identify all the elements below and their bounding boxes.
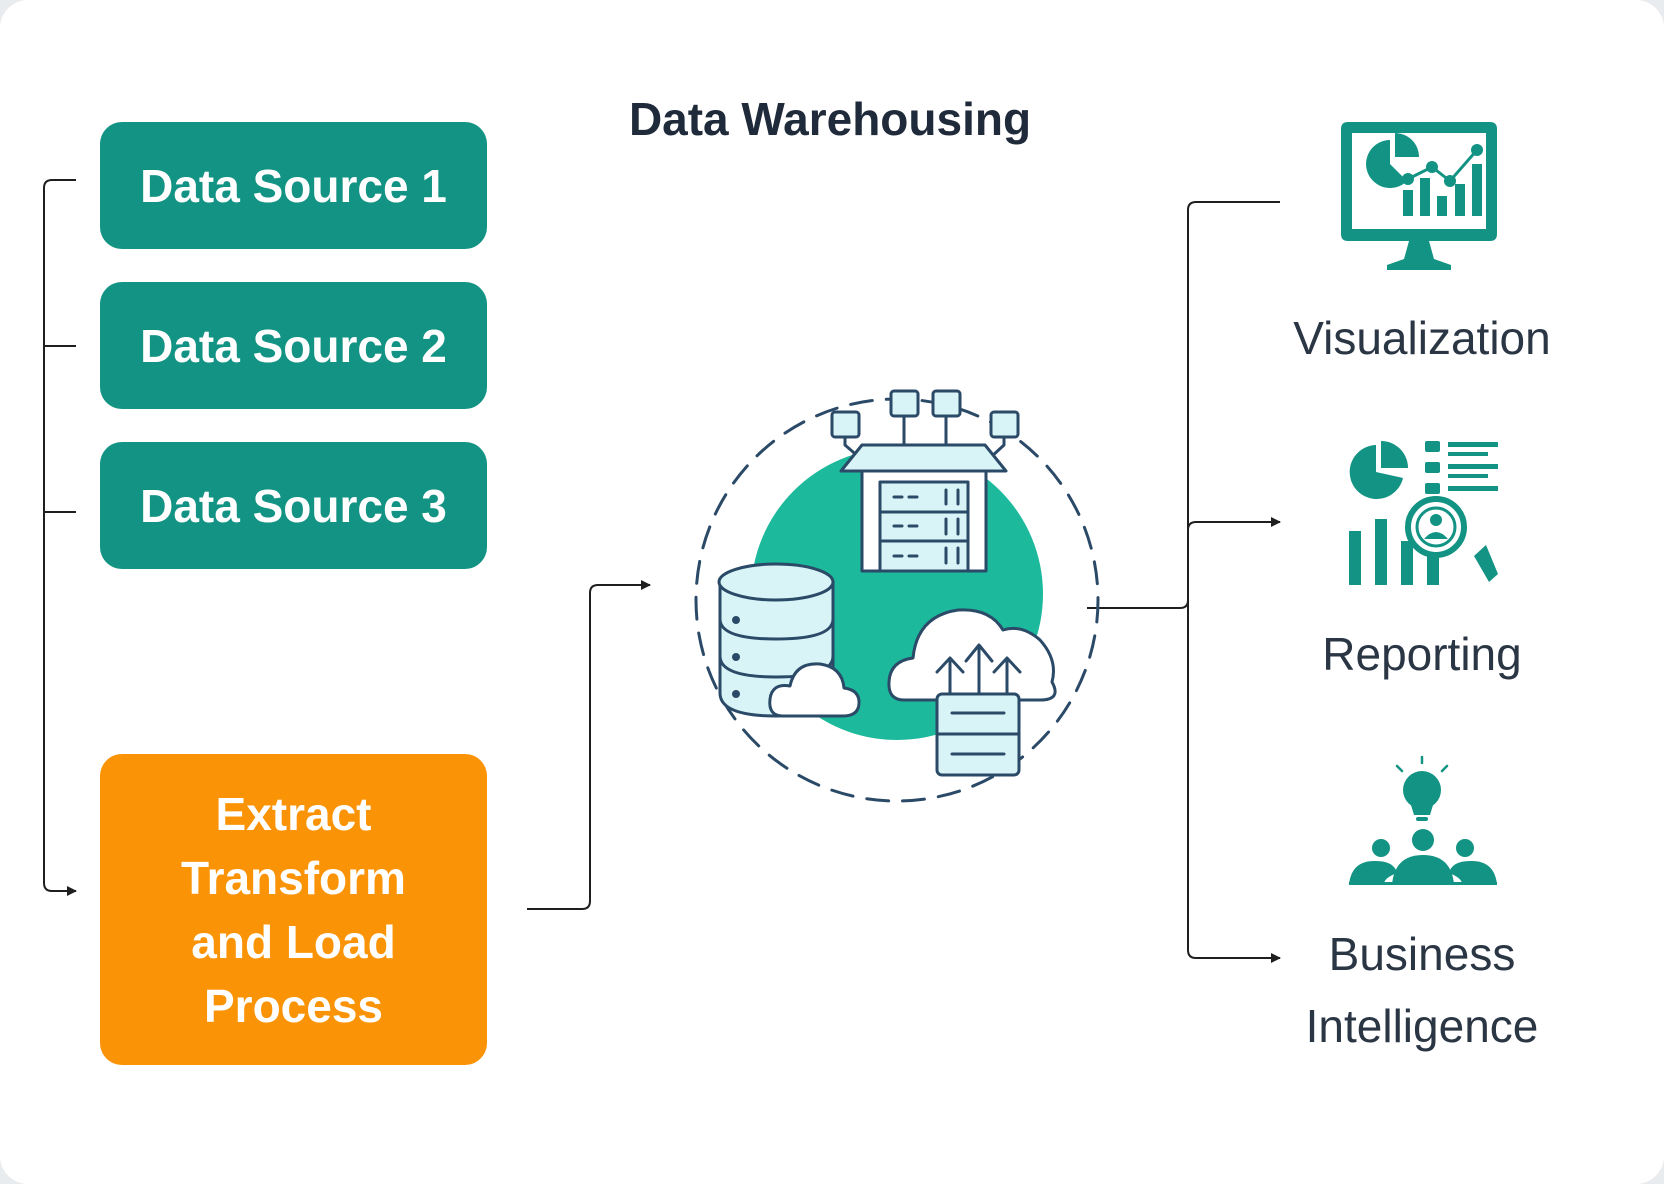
etl-process-box: Extract Transform and Load Process <box>100 754 487 1065</box>
output-business-intelligence-label: Business Intelligence <box>1242 918 1602 1062</box>
intelligence-text: Intelligence <box>1305 1000 1539 1052</box>
data-source-2-label: Data Source 2 <box>140 319 447 372</box>
data-source-2-box: Data Source 2 <box>100 282 487 409</box>
reporting-text: Reporting <box>1322 628 1522 680</box>
data-source-1-label: Data Source 1 <box>140 159 447 212</box>
etl-line-3: and Load <box>191 915 396 968</box>
data-source-3-label: Data Source 3 <box>140 479 447 532</box>
diagram-title: Data Warehousing <box>628 93 1032 145</box>
etl-line-2: Transform <box>181 851 406 904</box>
business-text: Business <box>1328 928 1516 980</box>
data-source-3-box: Data Source 3 <box>100 442 487 569</box>
etl-line-1: Extract <box>215 787 372 840</box>
output-visualization-label: Visualization <box>1242 302 1602 374</box>
data-source-1-box: Data Source 1 <box>100 122 487 249</box>
output-reporting-label: Reporting <box>1242 618 1602 690</box>
visualization-text: Visualization <box>1293 312 1551 364</box>
etl-line-4: Process <box>203 979 383 1032</box>
